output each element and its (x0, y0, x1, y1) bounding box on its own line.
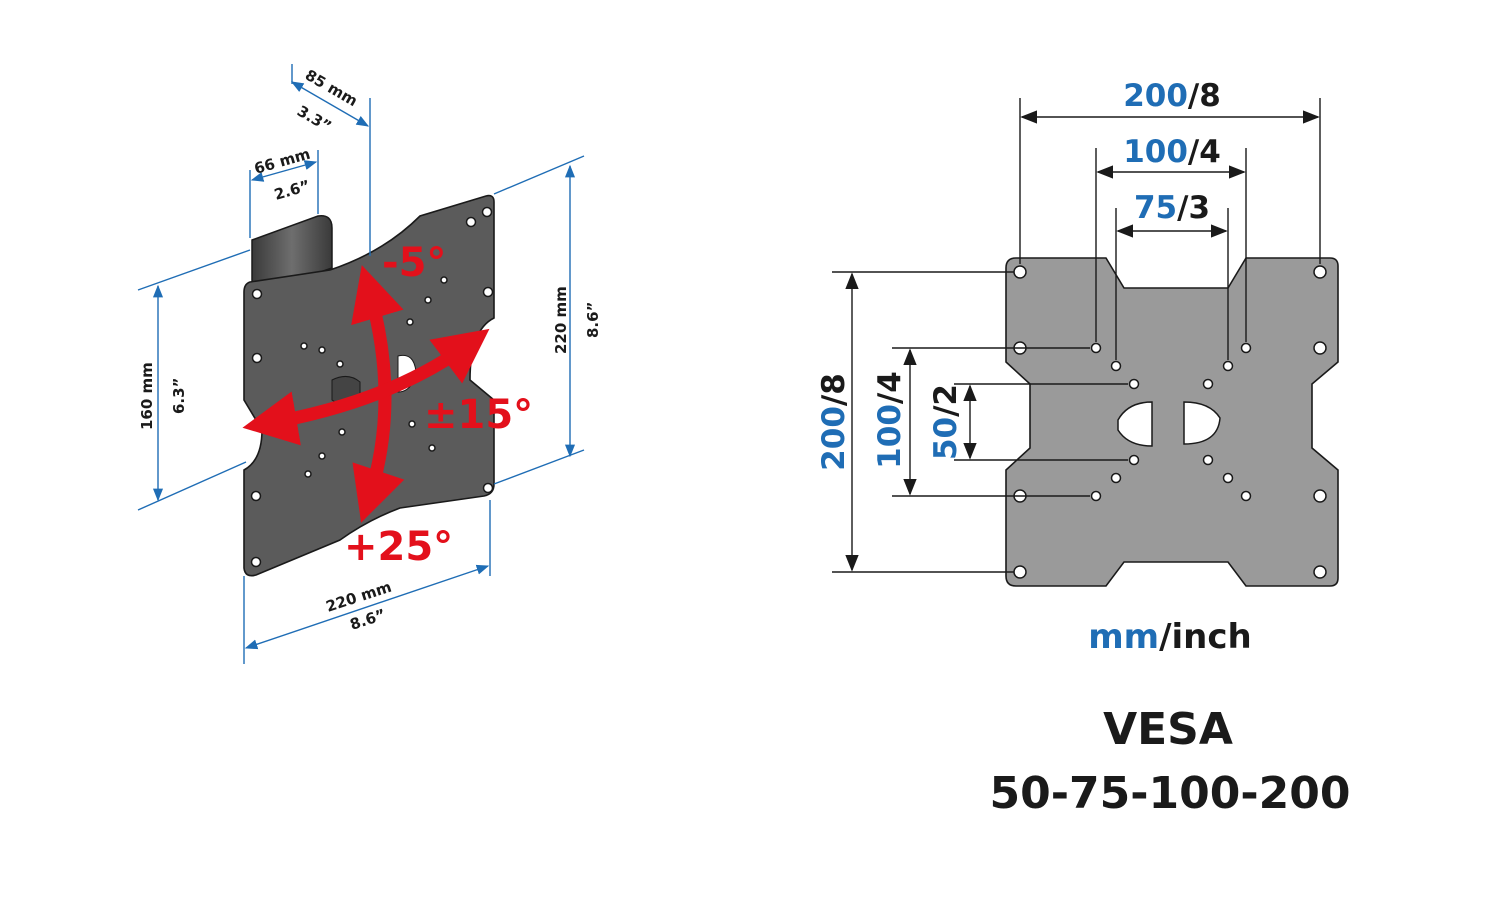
height-right-mm: 220 mm (552, 286, 570, 354)
swivel-label: ±15° (424, 392, 533, 438)
mount-isometric-view (243, 194, 495, 577)
width-bottom-inch: 8.6” (348, 605, 388, 633)
vesa-dimension-lines (832, 98, 1321, 573)
vesa-title: VESA (1103, 704, 1233, 755)
horiz-200-label: 200/8 (1123, 78, 1221, 114)
plate-slot-left (1117, 401, 1153, 447)
horiz-75-label: 75/3 (1134, 190, 1210, 226)
units-legend: mm/inch (1088, 617, 1252, 657)
depth-max-inch: 3.3” (294, 102, 335, 136)
vesa-plate (1005, 257, 1339, 587)
tilt-down-label: +25° (344, 524, 453, 570)
vert-200-label: 200/8 (816, 373, 852, 471)
height-right-inch: 8.6” (584, 302, 602, 338)
height-left-mm: 160 mm (138, 362, 156, 430)
depth-min-mm: 66 mm (252, 145, 312, 178)
horiz-100-label: 100/4 (1123, 134, 1221, 170)
left-dimension-lines (137, 64, 585, 664)
plate-slot-right (1183, 401, 1221, 445)
height-left-inch: 6.3” (170, 378, 188, 414)
vert-100-label: 100/4 (872, 371, 908, 469)
vert-50-label: 50/2 (928, 384, 964, 460)
tilt-up-label: -5° (382, 240, 446, 286)
vesa-plate-view (1005, 257, 1339, 587)
vesa-holes (1013, 265, 1327, 579)
depth-min-inch: 2.6” (272, 176, 312, 203)
motion-arrows (242, 265, 490, 523)
swivel-arrow (242, 328, 490, 446)
vesa-sizes: 50-75-100-200 (990, 768, 1351, 819)
depth-max-mm: 85 mm (302, 66, 361, 110)
vesa-dimension-labels: 200/8 100/4 75/3 200/8 100/4 50/2 (816, 78, 1221, 471)
